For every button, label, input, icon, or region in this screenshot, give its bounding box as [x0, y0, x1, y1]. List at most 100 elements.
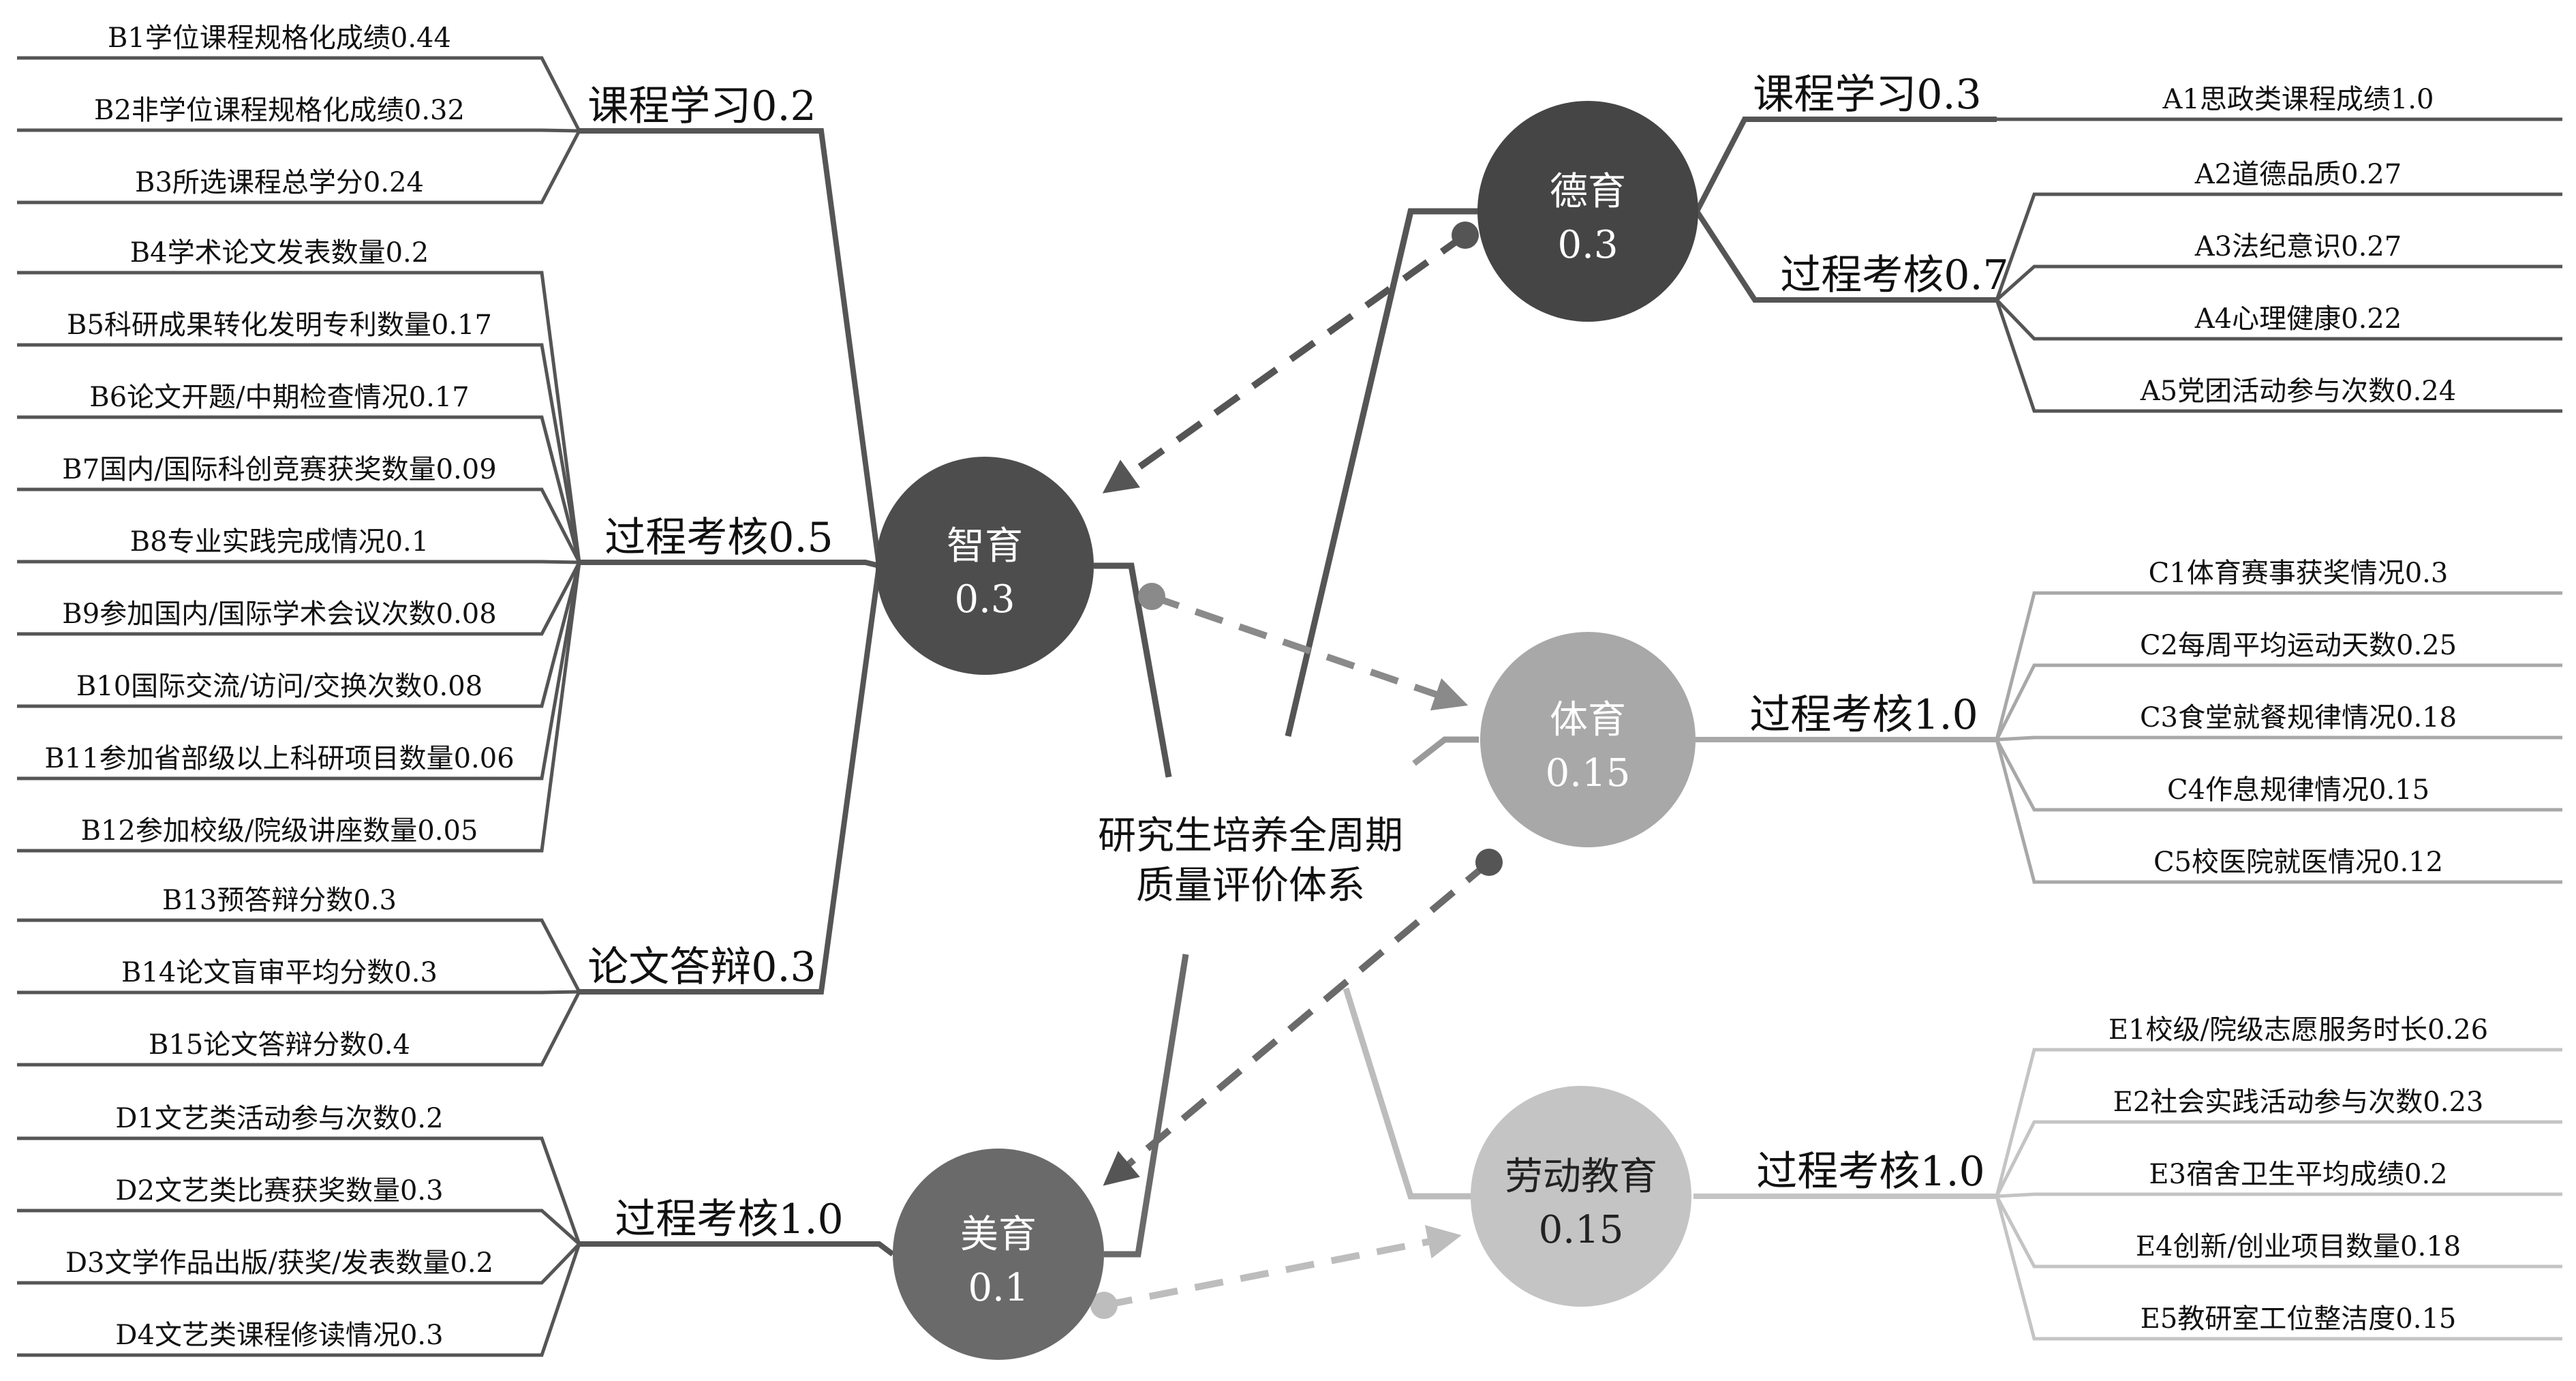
leaf-line: [1995, 591, 2562, 740]
zhiyu-lunwen-connector: [579, 565, 882, 995]
leaf-item: B13预答辩分数0.3: [162, 885, 397, 916]
leaf-item: B10国际交流/访问/交换次数0.08: [76, 671, 482, 702]
hub-meiyu-weight: 0.1: [968, 1266, 1028, 1310]
leaf-item: C1体育赛事获奖情况0.3: [2149, 558, 2449, 589]
laodong-guocheng: 过程考核1.0E1校级/院级志愿服务时长0.26E2社会实践活动参与次数0.23…: [1693, 1014, 2562, 1341]
tiyu-guocheng: 过程考核1.0C1体育赛事获奖情况0.3C2每周平均运动天数0.25C3食堂就餐…: [1690, 558, 2562, 884]
trunk-to-laodong: [1343, 987, 1475, 1200]
zhiyu-kecheng: 课程学习0.2B1学位课程规格化成绩0.44B2非学位课程规格化成绩0.32B3…: [17, 22, 882, 566]
hub-deyu-name: 德育: [1550, 170, 1626, 214]
hub-zhiyu: 智育 0.3: [876, 457, 1094, 675]
arrow-tiyu-to-meiyu: [1103, 860, 1492, 1186]
zhiyu-lunwen: 论文答辩0.3 B13预答辩分数0.3B14论文盲审平均分数0.3B15论文答辩分…: [17, 565, 882, 1067]
leaf-line: [1995, 299, 2562, 341]
leaf-line: [17, 562, 581, 708]
leaf-item: D1文艺类活动参与次数0.2: [115, 1103, 443, 1134]
hub-meiyu-name: 美育: [960, 1213, 1037, 1257]
leaf-item: B9参加国内/国际学术会议次数0.08: [62, 598, 496, 630]
hub-zhiyu-weight: 0.3: [954, 577, 1015, 622]
leaf-line: [1995, 1048, 2562, 1197]
hub-tiyu-circle: [1480, 632, 1696, 847]
hub-layer: 德育 0.3 智育 0.3 体育0.15 劳动教育 0.15 美育 0.1: [876, 101, 1698, 1360]
arrow-zhiyu-to-tiyu: [1150, 593, 1469, 711]
hub-zhiyu-circle: [876, 457, 1094, 675]
leaf-line: [17, 990, 581, 1067]
leaf-item: B7国内/国际科创竞赛获奖数量0.09: [62, 454, 496, 485]
leaf-item: E3宿舍卫生平均成绩0.2: [2149, 1159, 2447, 1190]
leaf-line: [17, 128, 580, 133]
leaf-item: C3食堂就餐规律情况0.18: [2140, 702, 2457, 733]
hub-deyu-circle: [1477, 101, 1698, 322]
leaf-line: [1996, 735, 2562, 742]
leaf-item: B14论文盲审平均分数0.3: [121, 957, 438, 988]
hub-deyu-weight: 0.3: [1557, 223, 1618, 267]
leaf-item: B5科研成果转化发明专利数量0.17: [67, 309, 492, 341]
zhiyu-lunwen-label: 论文答辩0.3: [587, 943, 816, 991]
arrow-dot-zhiyu: [1138, 583, 1165, 610]
leaf-item: E4创新/创业项目数量0.18: [2136, 1231, 2461, 1262]
zhiyu-guocheng-label: 过程考核0.5: [604, 514, 833, 562]
leaf-item: A5党团活动参与次数0.24: [2140, 376, 2456, 407]
leaf-item: B6论文开题/中期检查情况0.17: [89, 382, 469, 413]
trunk-to-tiyu: [1412, 736, 1479, 766]
leaf-item: A1思政类课程成绩1.0: [2162, 84, 2434, 115]
arrow-dot-meiyu: [1090, 1292, 1118, 1319]
deyu-guocheng: 过程考核0.7A2道德品质0.27A3法纪意识0.27A4心理健康0.22A5党…: [1694, 159, 2562, 413]
zhiyu-guocheng-connector: [579, 560, 880, 568]
branch-layer: 课程学习0.2B1学位课程规格化成绩0.44B2非学位课程规格化成绩0.32B3…: [17, 22, 2562, 1357]
meiyu-guocheng-connector: [579, 1241, 895, 1257]
arrow-dot-deyu: [1452, 222, 1479, 249]
hub-tiyu-weight: 0.15: [1546, 751, 1631, 795]
leaf-line: [17, 562, 581, 780]
leaf-line: [17, 487, 581, 564]
leaf-line: [1995, 264, 2562, 301]
center-title-line2: 质量评价体系: [1136, 864, 1365, 908]
hub-laodong-circle: [1471, 1086, 1691, 1307]
arrow-deyu-to-zhiyu: [1102, 232, 1467, 494]
deyu-kecheng: 课程学习0.3 A1思政类课程成绩1.0: [1694, 71, 2562, 213]
leaf-line: [1995, 738, 2562, 812]
zhiyu-kecheng-connector: [579, 128, 882, 566]
leaf-line: [1995, 299, 2562, 413]
leaf-item: B1学位课程规格化成绩0.44: [108, 22, 451, 54]
leaf-item: B8专业实践完成情况0.1: [130, 526, 429, 558]
leaf-line: [1995, 1120, 2562, 1198]
arrow-dot-tiyu: [1475, 849, 1503, 876]
zhiyu-guocheng: 过程考核0.5B4学术论文发表数量0.2B5科研成果转化发明专利数量0.17B6…: [17, 237, 880, 853]
leaf-line: [17, 918, 581, 993]
leaf-item: C4作息规律情况0.15: [2167, 774, 2429, 806]
leaf-line: [17, 130, 581, 204]
leaf-item: B2非学位课程规格化成绩0.32: [94, 95, 465, 126]
leaf-line: [17, 562, 581, 853]
leaf-item: A2道德品质0.27: [2194, 159, 2402, 190]
hub-meiyu-circle: [893, 1149, 1104, 1360]
hub-zhiyu-name: 智育: [947, 524, 1023, 568]
hub-tiyu: 体育0.15: [1480, 632, 1696, 847]
leaf-item: E5教研室工位整洁度0.15: [2141, 1303, 2457, 1335]
leaf-line: [17, 561, 581, 636]
leaf-item: C5校医院就医情况0.12: [2153, 847, 2443, 878]
leaf-item: B15论文答辩分数0.4: [149, 1029, 410, 1061]
trunk-to-deyu: [1285, 208, 1479, 738]
center-title-line1: 研究生培养全周期: [1098, 814, 1403, 858]
trunk-to-zhiyu: [1094, 562, 1172, 778]
leaf-item: D4文艺类课程修读情况0.3: [115, 1320, 443, 1351]
leaf-line: [17, 1243, 581, 1357]
deyu-kecheng-label: 课程学习0.3: [1753, 71, 1981, 119]
leaf-line: [17, 56, 581, 132]
leaf-line: [17, 1136, 581, 1245]
leaf-item: D3文学作品出版/获奖/发表数量0.2: [65, 1247, 493, 1279]
center-node: 研究生培养全周期 质量评价体系: [1098, 814, 1403, 908]
meiyu-guocheng: 过程考核1.0D1文艺类活动参与次数0.2D2文艺类比赛获奖数量0.3D3文学作…: [17, 1103, 895, 1357]
leaf-line: [1995, 739, 2562, 884]
deyu-guocheng-label: 过程考核0.7: [1780, 252, 2008, 299]
trunk-to-meiyu: [1104, 954, 1189, 1258]
leaf-item: A3法纪意识0.27: [2194, 231, 2402, 262]
leaf-line: [17, 271, 581, 563]
tiyu-guocheng-label: 过程考核1.0: [1749, 691, 1978, 739]
leaf-line: [1995, 1196, 2562, 1341]
hub-meiyu: 美育 0.1: [893, 1149, 1104, 1360]
hub-laodong-name: 劳动教育: [1505, 1155, 1657, 1199]
